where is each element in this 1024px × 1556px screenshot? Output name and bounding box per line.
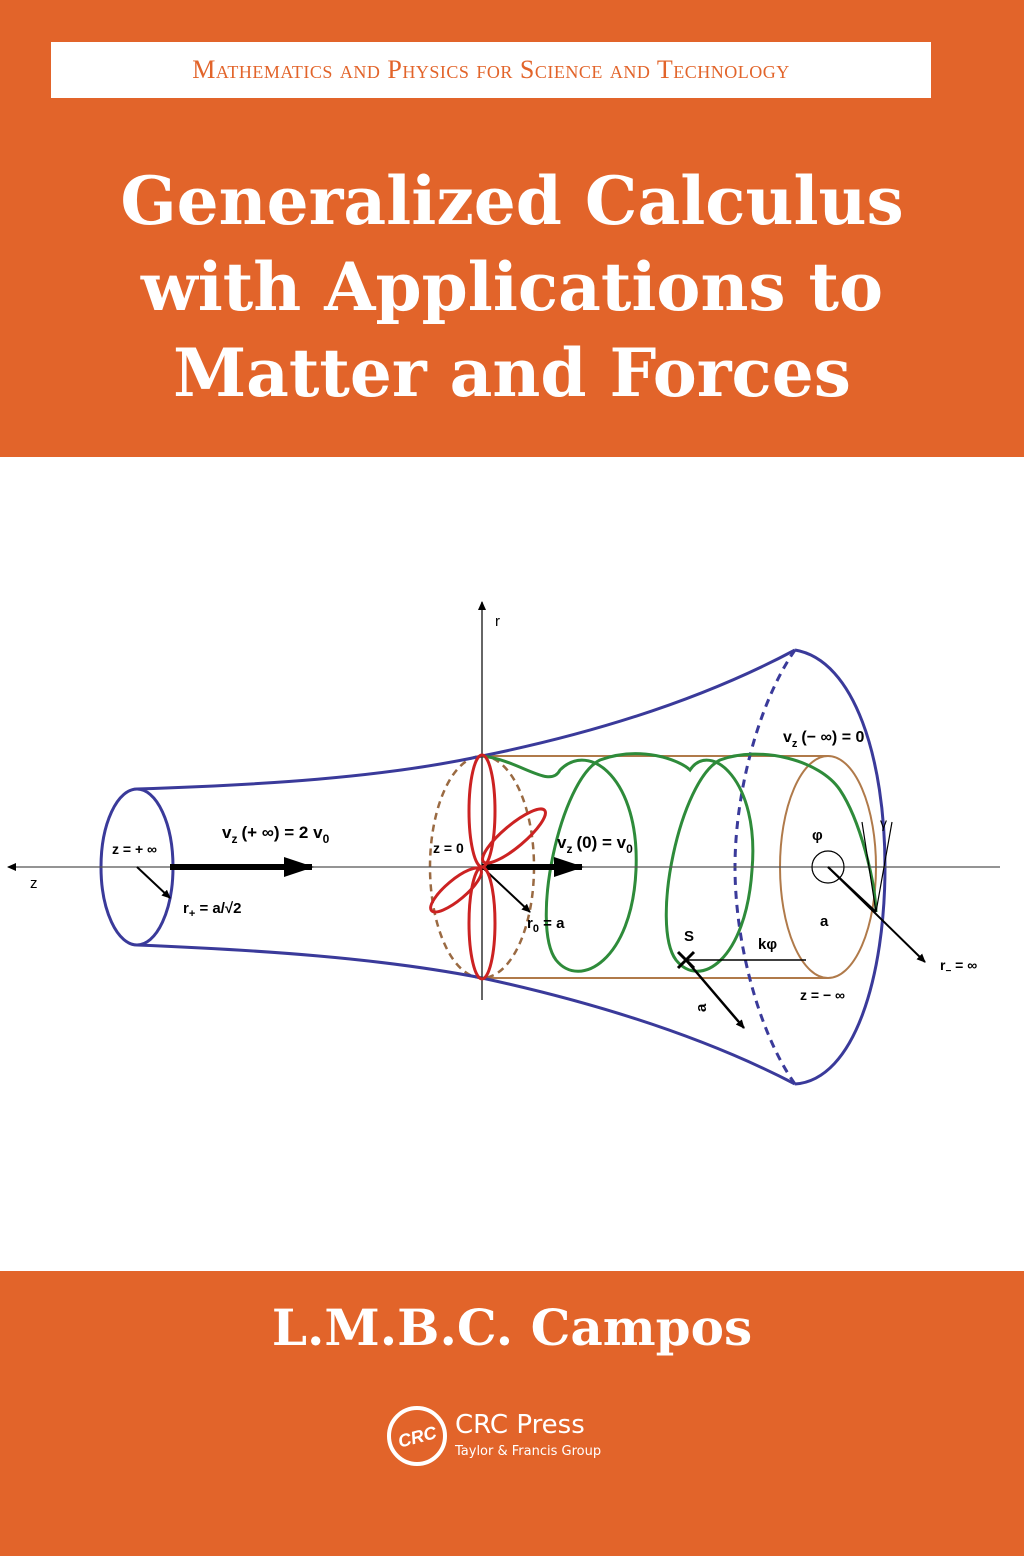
title-line-2: with Applications to	[140, 248, 884, 326]
phi-angle-arc	[811, 850, 845, 884]
v-plus-label: vz(+ ∞) = 2 v0	[222, 823, 330, 846]
z-plus-label: z = + ∞	[112, 841, 157, 857]
crc-logo-text: CRC	[396, 1422, 440, 1452]
series-banner: Mathematics and Physics for Science and …	[51, 42, 931, 98]
helix-curve	[481, 752, 878, 973]
title-line-3: Matter and Forces	[173, 334, 851, 412]
title-line-1: Generalized Calculus	[120, 162, 904, 240]
cover-diagram: r z z = + ∞ vz(+ ∞) = 2 v0 r+ = a/√2 z =…	[7, 601, 1000, 1086]
book-title: Generalized Calculus with Applications t…	[0, 158, 1024, 416]
author-name: L.M.B.C. Campos	[271, 1298, 753, 1357]
crc-logo-icon: CRC	[387, 1406, 447, 1466]
surface-upper-profile	[136, 648, 796, 791]
z-minus-label: z = − ∞	[800, 987, 845, 1003]
gamma-angle-lines	[861, 821, 893, 913]
gamma-label: γ	[880, 815, 887, 831]
a-vector-arrow	[685, 959, 745, 1029]
a-label: a	[820, 913, 829, 930]
r-plus-label: r+ = a/√2	[183, 900, 241, 920]
s-point-mark	[676, 950, 696, 970]
r-zero-label: r0 = a	[527, 915, 565, 935]
radiation-lobes	[429, 753, 547, 981]
z-axis-label: z	[30, 875, 38, 892]
publisher-name: CRC Press	[455, 1410, 585, 1440]
z-zero-label: z = 0	[433, 840, 464, 856]
bottom-band	[0, 1271, 1024, 1556]
s-label: S	[684, 928, 694, 945]
publisher-logo: CRC CRC Press Taylor & Francis Group	[385, 1402, 645, 1472]
surface-lower-profile	[136, 943, 796, 1086]
v-minus-label: vz(− ∞) = 0	[783, 729, 864, 750]
r-minus-arrow	[827, 866, 926, 963]
a-vector-label: a	[693, 1003, 710, 1012]
v-zero-label: vz(0) = v0	[557, 833, 633, 856]
phi-label: φ	[812, 827, 823, 844]
series-title: Mathematics and Physics for Science and …	[192, 55, 790, 84]
publisher-group: Taylor & Francis Group	[455, 1444, 602, 1459]
k-phi-label: kφ	[758, 936, 777, 953]
r-plus-arrow	[136, 866, 171, 899]
r-minus-label: r− = ∞	[940, 957, 977, 977]
r-axis-label: r	[495, 613, 500, 630]
